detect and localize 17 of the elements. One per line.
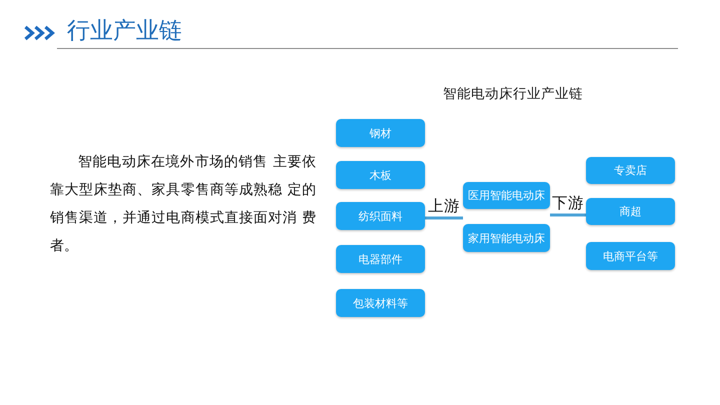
edge-label: 下游	[551, 194, 585, 213]
section-label: 智能电动床行业产业链	[442, 85, 584, 103]
item-box: 家用智能电动床	[463, 224, 550, 252]
item-box: 电器部件	[336, 245, 425, 273]
item-box: 纺织面料	[336, 202, 425, 230]
item-box: 专卖店	[586, 157, 675, 184]
item-box: 商超	[586, 198, 675, 225]
item-box: 电商平台等	[586, 242, 675, 270]
slide-title: 行业产业链	[67, 17, 182, 46]
connector-line	[425, 216, 463, 220]
item-box: 医用智能电动床	[463, 182, 550, 209]
item-box: 木板	[336, 161, 425, 189]
body-paragraph: 智能电动床在境外市场的销售 主要依靠大型床垫商、家具零售商等成熟稳 定的销售渠道，并通过电商模式直接面对消 费者。	[50, 153, 316, 256]
item-box: 钢材	[336, 119, 425, 147]
edge-label: 上游	[427, 197, 461, 216]
item-box: 包装材料等	[336, 289, 425, 317]
connector-line	[550, 214, 586, 216]
